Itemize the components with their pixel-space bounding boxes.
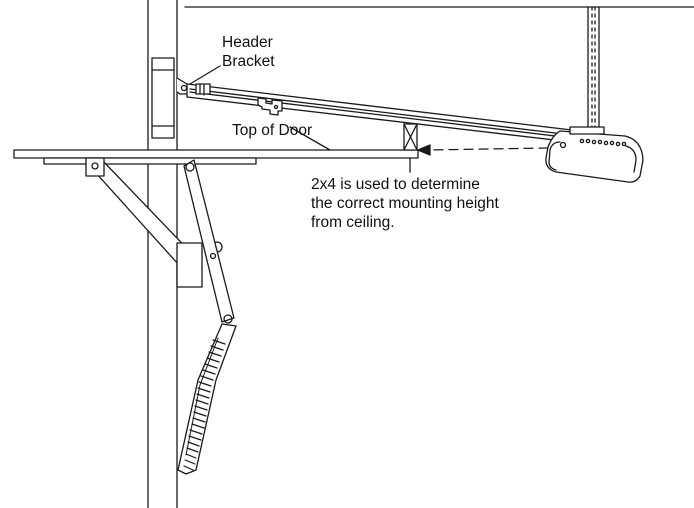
note-line-2: the correct mounting height — [311, 195, 499, 212]
door-brace — [85, 157, 201, 276]
opener-motor-unit — [545, 126, 644, 183]
door-arm-curved — [177, 323, 237, 475]
spring-coils — [183, 339, 226, 471]
door-arm-straight — [176, 159, 235, 324]
hanging-bracket — [587, 6, 600, 131]
note-line-3: from ceiling. — [311, 214, 395, 231]
note-line-1: 2x4 is used to determine — [311, 176, 480, 193]
door-top-panel — [13, 126, 419, 165]
top-of-door-label: Top of Door — [232, 122, 313, 139]
mounting-height-note: 2x4 is used to determine the correct mou… — [311, 175, 499, 232]
height-indicator-arrow — [417, 144, 549, 156]
header-bracket-label: Header Bracket — [222, 33, 275, 71]
header-bracket-label-line-1: Header — [222, 34, 273, 51]
two-by-four-block — [403, 123, 418, 173]
header-bracket-label-line-2: Bracket — [222, 53, 275, 70]
header-bracket-leader — [189, 65, 221, 85]
